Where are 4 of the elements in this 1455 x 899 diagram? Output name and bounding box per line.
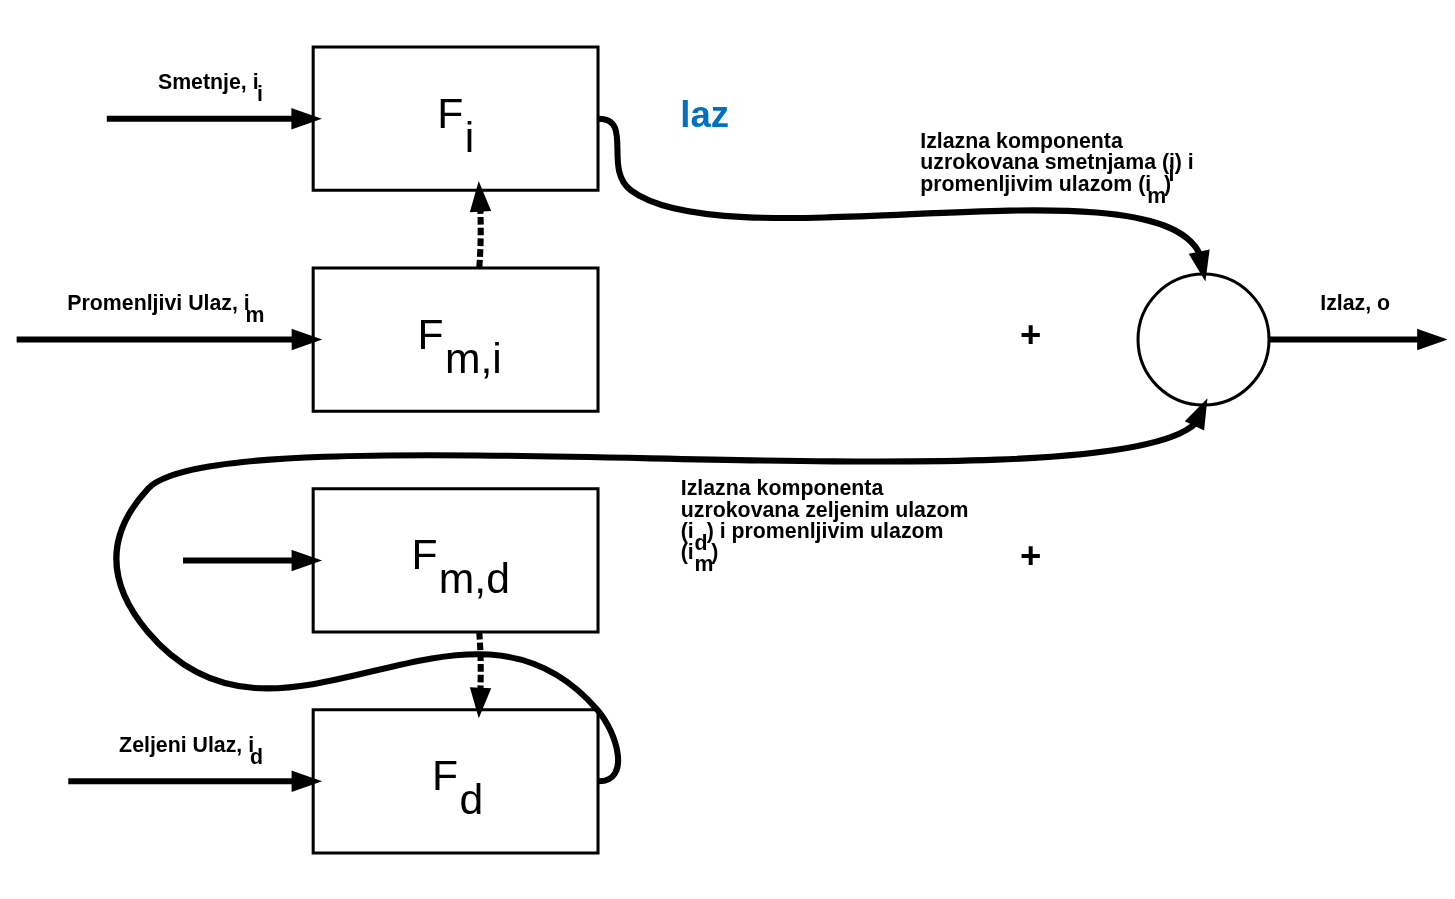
label: laz [680, 93, 730, 135]
edge-label: Izlaz, o [1320, 290, 1391, 315]
label: + [1019, 534, 1042, 576]
label: + [1019, 313, 1042, 355]
